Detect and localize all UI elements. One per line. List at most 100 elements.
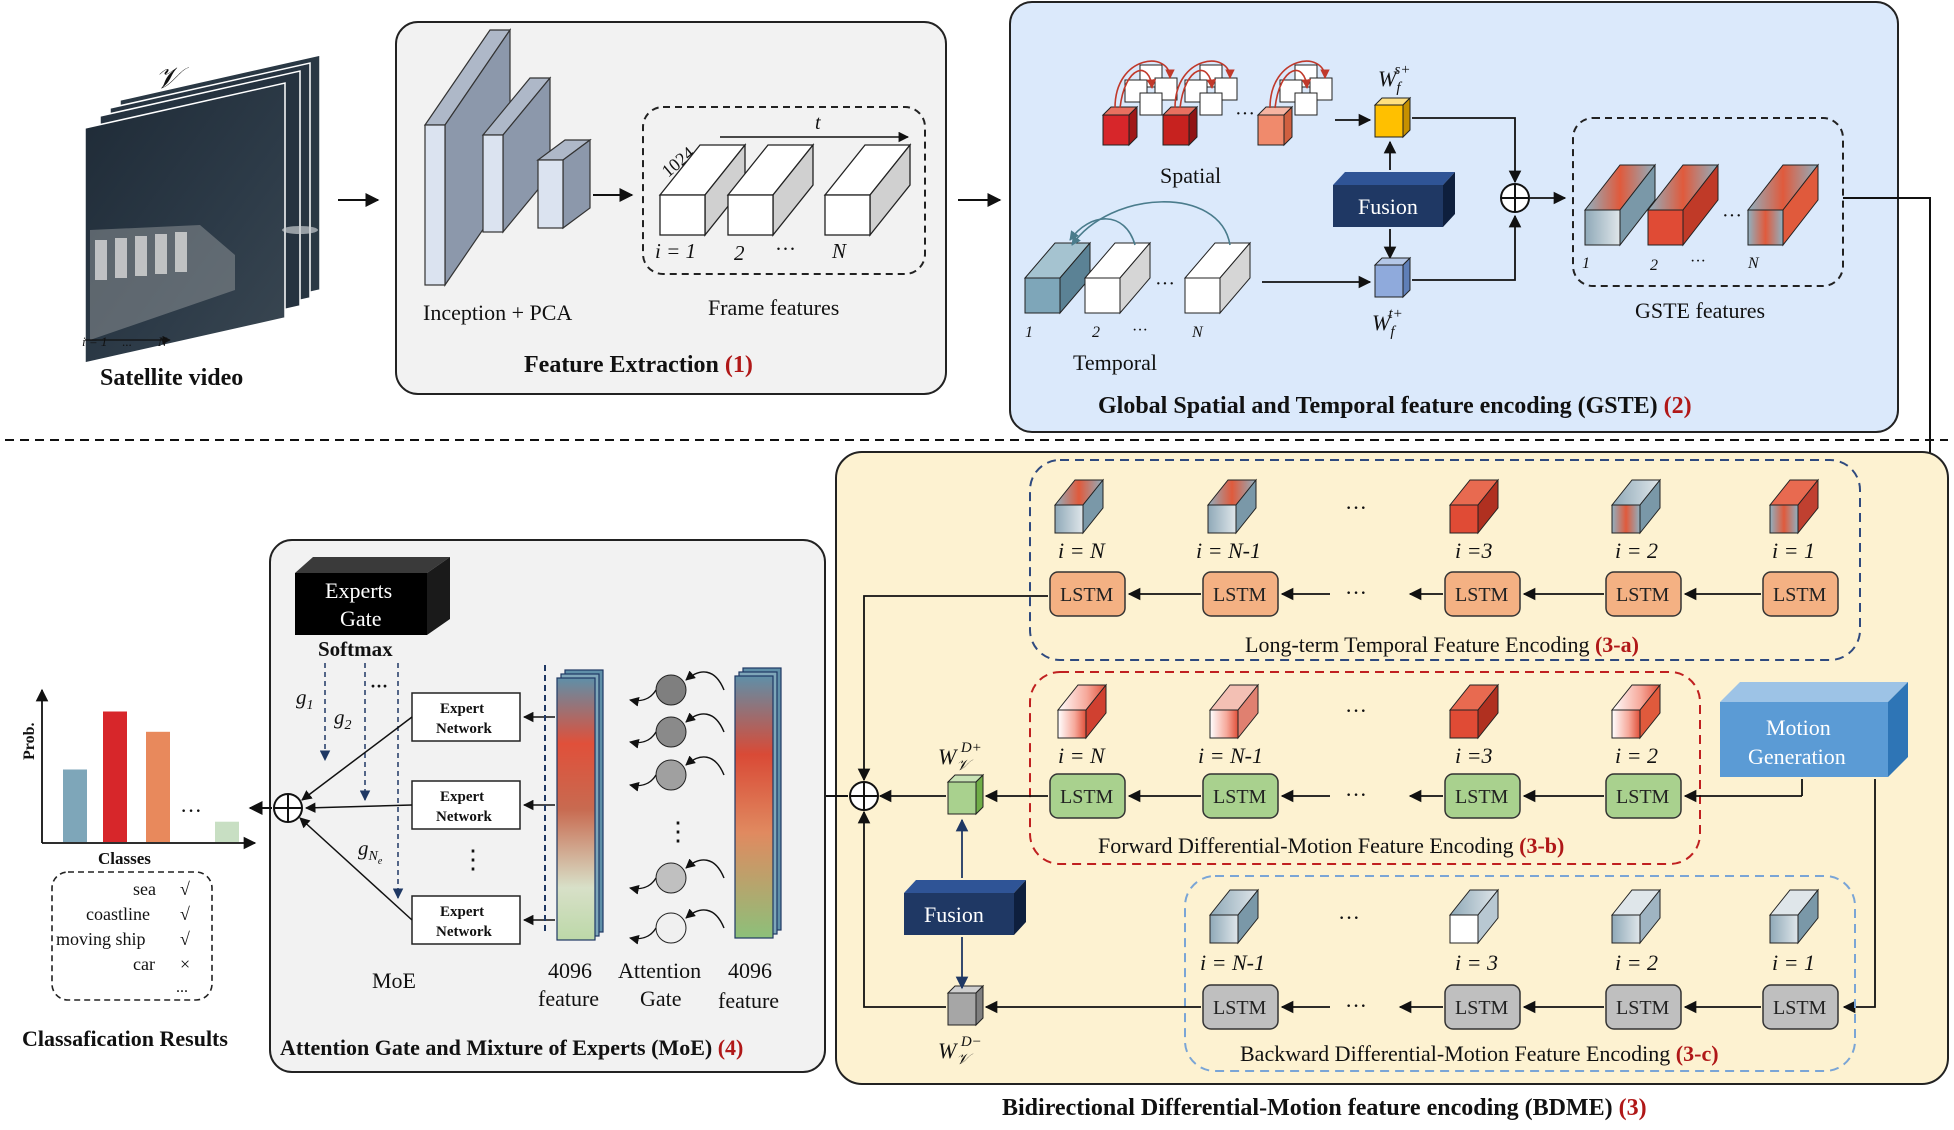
gste-features-box <box>1572 117 1844 287</box>
gste-feature-dots: ··· <box>1722 205 1742 227</box>
lstm-cell <box>1049 773 1126 819</box>
gste-index-label: ··· <box>1690 253 1706 270</box>
frame-features-box <box>642 106 926 275</box>
spatial-label: Spatial <box>1160 163 1221 188</box>
long-term-lstm-dots: ··· <box>1345 580 1367 605</box>
lstm-label: LSTM <box>1213 997 1267 1019</box>
expert-network-label: Expert <box>440 789 484 805</box>
long-term-cube-n-1 <box>1206 478 1258 535</box>
backward-lstm-dots: ··· <box>1345 993 1367 1018</box>
frame-block-n <box>823 143 912 237</box>
lstm-label: LSTM <box>1213 786 1267 808</box>
class-name: car <box>133 954 155 974</box>
temporal-index-label: ··· <box>1132 322 1148 339</box>
attention-gate-label: Gate <box>640 986 682 1011</box>
gate-dots: ··· <box>370 676 388 696</box>
expert-network-n: Expert Network <box>411 895 521 945</box>
long-term-index: i = N-1 <box>1196 538 1261 563</box>
backward-index: i = 2 <box>1615 950 1658 975</box>
frame-index-label: i = 1 <box>655 239 696 263</box>
input-feature-bar <box>734 667 782 939</box>
gated-feature-label: feature <box>538 986 599 1011</box>
gste-fusion-block: Fusion <box>1333 172 1455 227</box>
moe-module: Experts Gate Softmax g1 g2 ··· gNe Exper… <box>269 539 826 1073</box>
temporal-weight-label: Wft+ <box>1372 306 1403 340</box>
bdme-add-operator <box>849 781 879 811</box>
feature-extraction-title: Feature Extraction (1) <box>524 352 753 378</box>
forward-lstm-dots: ··· <box>1345 782 1367 807</box>
forward-weight-cube <box>946 773 985 816</box>
temporal-index-label: 2 <box>1092 324 1100 341</box>
attention-gate-units: ⋮ <box>629 670 725 945</box>
lstm-label: LSTM <box>1616 997 1670 1019</box>
forward-cube-2 <box>1610 683 1662 740</box>
bdme-title: Bidirectional Differential-Motion featur… <box>1002 1095 1647 1121</box>
forward-index: i = N <box>1058 743 1106 768</box>
class-mark: √ <box>180 879 190 899</box>
classification-results: Prob. Classes ··· sea √ coastline √ movi… <box>21 688 257 1051</box>
lstm-cell <box>1762 571 1839 617</box>
line-backward-to-add <box>857 810 946 1008</box>
spatial-cube-stacks: ··· <box>1101 60 1333 147</box>
frame-features-caption: Frame features <box>708 295 839 320</box>
class-mark: √ <box>180 904 190 924</box>
long-term-dots: ··· <box>1345 495 1367 520</box>
gate-weight-gn: gNe <box>358 836 383 867</box>
forward-box <box>1029 671 1701 865</box>
motion-generation-block: Motion Generation <box>1720 682 1908 777</box>
backward-dots: ··· <box>1338 905 1360 930</box>
forward-index: i = 2 <box>1615 743 1658 768</box>
temporal-label: Temporal <box>1073 350 1157 375</box>
video-frames <box>84 54 321 364</box>
input-feature-label: feature <box>718 988 779 1013</box>
lstm-label: LSTM <box>1773 997 1827 1019</box>
gste-index-label: N <box>1747 255 1760 272</box>
forward-feature-cubes <box>1056 683 1662 740</box>
bdme-module: ··· i = N i = N-1 i =3 i = 2 i = 1 LSTM … <box>835 451 1949 1121</box>
temporal-block-1 <box>1023 241 1092 315</box>
network-label: Inception + PCA <box>423 300 572 325</box>
backward-cube-1 <box>1768 888 1820 945</box>
gste-index-label: 1 <box>1582 255 1590 272</box>
spatial-weight-label: Wfs+ <box>1378 62 1410 96</box>
results-ylabel: Prob. <box>21 723 38 760</box>
long-term-index: i = N <box>1058 538 1106 563</box>
long-term-feature-cubes <box>1053 478 1820 535</box>
temporal-weight-cube <box>1373 256 1412 299</box>
forward-index: i = N-1 <box>1198 743 1263 768</box>
forward-index: i =3 <box>1455 743 1492 768</box>
forward-cube-n-1 <box>1208 683 1260 740</box>
arrow-expert-2-to-add <box>304 802 413 813</box>
lstm-cell <box>1605 571 1682 617</box>
lstm-cell <box>1202 984 1279 1030</box>
experts-gate-label: Gate <box>340 606 382 631</box>
gste-module: ··· Spatial Wfs+ Fusion <box>1009 1 1899 433</box>
gste-index-label: 2 <box>1650 257 1658 274</box>
backward-weight-label: W𝒱D− <box>938 1034 982 1068</box>
gated-feature-bar <box>556 669 604 941</box>
frame-feature-blocks <box>658 143 912 237</box>
gste-feature-blocks: ··· <box>1583 163 1820 247</box>
lstm-label: LSTM <box>1616 786 1670 808</box>
feature-extraction-module: Inception + PCA 1024 t i = 1 2 · <box>395 21 947 395</box>
long-term-cube-3 <box>1448 478 1500 535</box>
experts-gate-block: Experts Gate <box>295 557 450 635</box>
long-term-lstm-row: LSTM LSTM LSTM LSTM LSTM <box>1049 571 1839 617</box>
results-dots: ··· <box>180 798 202 823</box>
lstm-cell <box>1049 571 1126 617</box>
temporal-block-n <box>1183 241 1252 315</box>
lstm-label: LSTM <box>1616 584 1670 606</box>
forward-cube-n <box>1056 683 1108 740</box>
frame-index-label: 2 <box>734 241 745 265</box>
experts-gate-label: Experts <box>325 578 392 603</box>
lstm-label: LSTM <box>1213 584 1267 606</box>
long-term-index: i = 2 <box>1615 538 1658 563</box>
long-term-box <box>1029 459 1861 661</box>
lstm-cell <box>1605 984 1682 1030</box>
forward-lstm-row: LSTM LSTM LSTM LSTM <box>1049 773 1802 819</box>
lstm-label: LSTM <box>1455 786 1509 808</box>
motion-generation-label: Motion <box>1766 715 1831 740</box>
gste-features-caption: GSTE features <box>1635 298 1765 323</box>
lstm-cell <box>1444 773 1521 819</box>
